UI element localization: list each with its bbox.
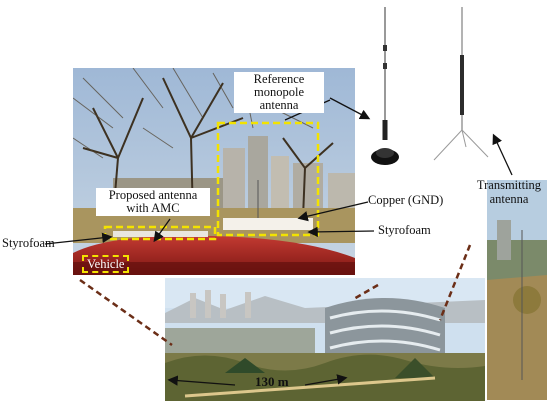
- vehicle-label: Vehicle: [82, 255, 130, 273]
- styrofoam-left-label: Styrofoam: [2, 236, 55, 250]
- copper-gnd-label: Copper (GND): [368, 193, 444, 207]
- distance-label: 130 m: [255, 374, 289, 389]
- transmitting-label-line1: Transmitting: [476, 178, 542, 192]
- transmitting-label-line2: antenna: [489, 192, 529, 206]
- proposed-label-line1: Proposed antenna: [108, 188, 198, 202]
- transmitting-antenna-image: [430, 5, 490, 165]
- reference-monopole-image: [370, 5, 410, 175]
- transmitting-antenna-label: Transmitting antenna: [473, 178, 545, 206]
- proposed-antenna-label: Proposed antenna with AMC: [96, 188, 210, 216]
- reference-label-line1: Reference: [253, 72, 305, 86]
- reference-label-line3: antenna: [259, 98, 299, 112]
- reference-monopole-label: Reference monopole antenna: [234, 72, 324, 113]
- side-photo: [487, 180, 547, 400]
- proposed-label-line2: with AMC: [126, 201, 180, 215]
- reference-label-line2: monopole: [254, 85, 304, 99]
- styrofoam-right-label: Styrofoam: [378, 223, 431, 237]
- campus-photo: [165, 278, 485, 401]
